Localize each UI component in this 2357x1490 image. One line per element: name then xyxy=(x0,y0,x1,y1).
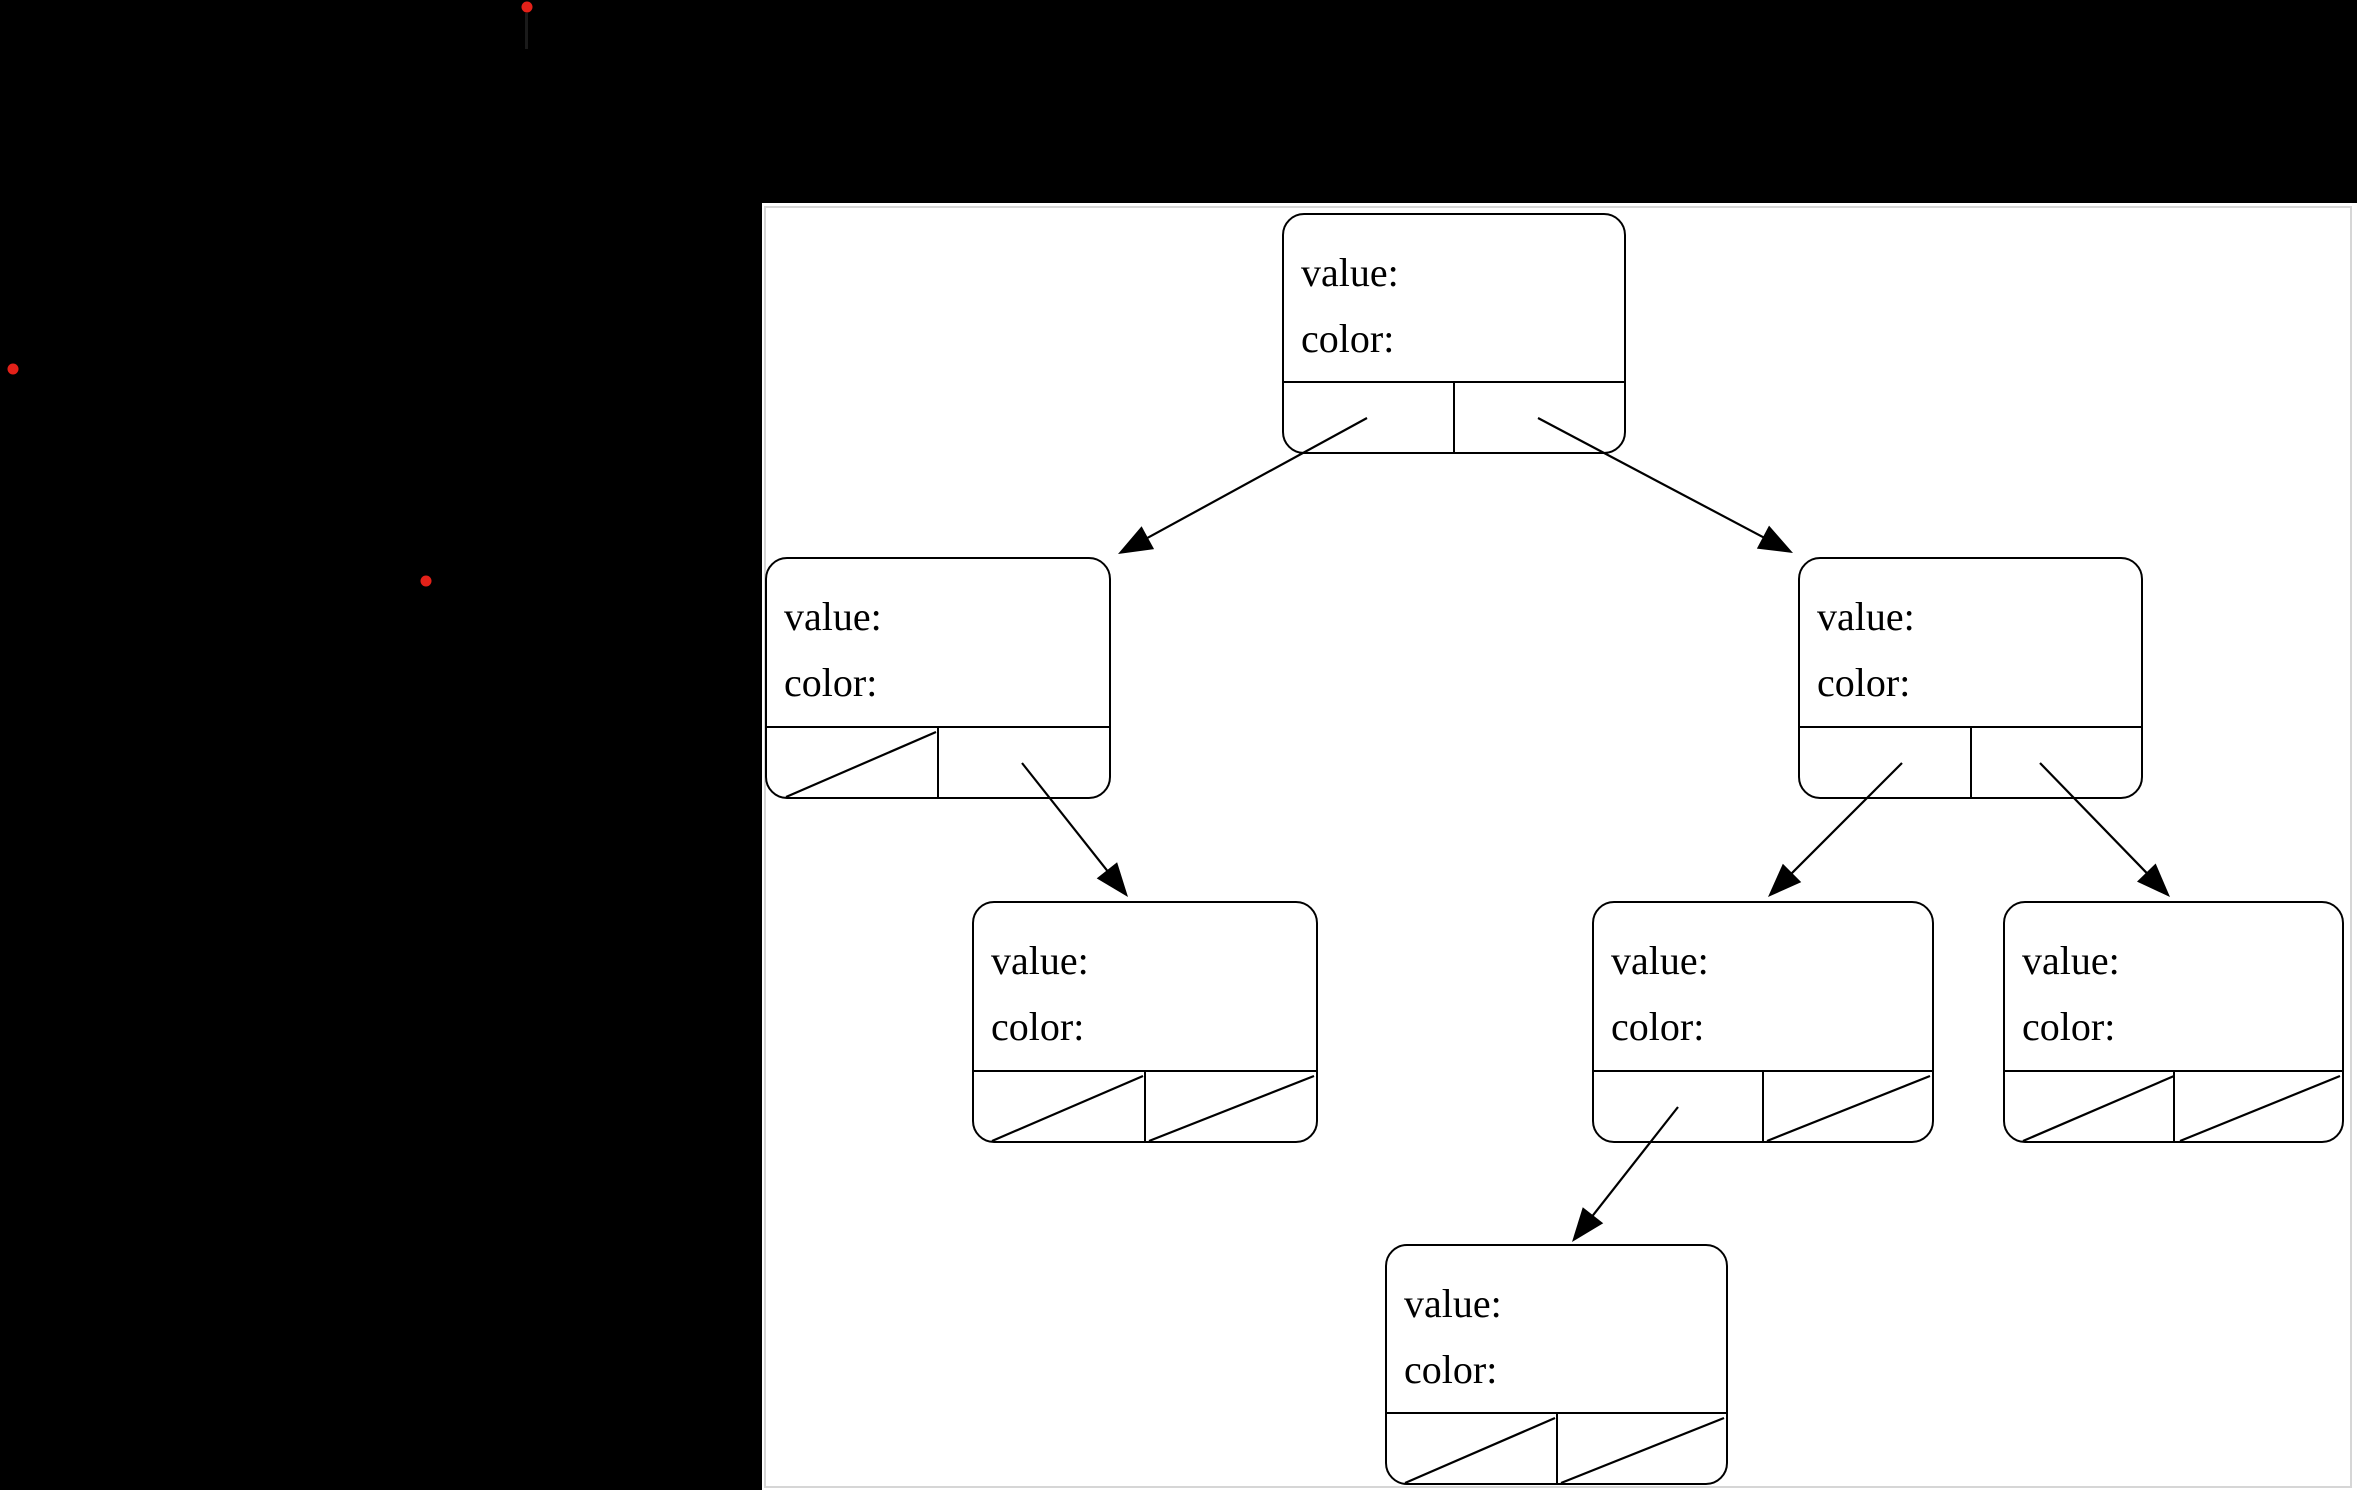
color-label: color: xyxy=(1611,1004,1705,1049)
red-dot-marker xyxy=(521,1,533,13)
right-pointer-cell xyxy=(1762,1072,1932,1141)
color-label: color: xyxy=(1301,316,1395,361)
pointer-row xyxy=(1594,1070,1932,1141)
left-pointer-cell xyxy=(1800,728,1970,797)
node-fields: value: color: xyxy=(1387,1246,1726,1403)
faint-tick-mark xyxy=(525,13,528,49)
tree-node-right-left-grandchild: value: color: xyxy=(1592,901,1934,1143)
left-pointer-cell xyxy=(767,728,937,797)
right-pointer-cell xyxy=(937,728,1109,797)
value-label: value: xyxy=(1301,250,1399,295)
tree-node-root: value: color: xyxy=(1282,213,1626,454)
node-fields: value: color: xyxy=(1594,903,1932,1060)
right-pointer-cell xyxy=(1969,728,2142,797)
red-dot-marker xyxy=(420,575,432,587)
left-pointer-cell xyxy=(1594,1072,1762,1141)
node-fields: value: color: xyxy=(767,559,1109,716)
tree-node-great-grandchild: value: color: xyxy=(1385,1244,1728,1485)
pointer-row xyxy=(1800,726,2141,797)
value-label: value: xyxy=(2022,938,2120,983)
color-label: color: xyxy=(2022,1004,2116,1049)
value-label: value: xyxy=(1611,938,1709,983)
color-label: color: xyxy=(784,660,878,705)
tree-node-right-right-grandchild: value: color: xyxy=(2003,901,2344,1143)
value-label: value: xyxy=(991,938,1089,983)
value-label: value: xyxy=(1404,1281,1502,1326)
pointer-row xyxy=(767,726,1109,797)
node-fields: value: color: xyxy=(1800,559,2141,716)
tree-node-left-right-grandchild: value: color: xyxy=(972,901,1318,1143)
color-label: color: xyxy=(1404,1347,1498,1392)
right-pointer-cell xyxy=(1144,1072,1316,1141)
tree-node-left-child: value: color: xyxy=(765,557,1111,799)
right-pointer-cell xyxy=(1555,1414,1727,1483)
value-label: value: xyxy=(1817,594,1915,639)
left-pointer-cell xyxy=(2005,1072,2173,1141)
left-pointer-cell xyxy=(974,1072,1144,1141)
left-pointer-cell xyxy=(1284,383,1453,452)
red-dot-marker xyxy=(7,363,19,375)
right-pointer-cell xyxy=(2172,1072,2343,1141)
tree-node-right-child: value: color: xyxy=(1798,557,2143,799)
right-pointer-cell xyxy=(1453,383,1624,452)
left-pointer-cell xyxy=(1387,1414,1556,1483)
pointer-row xyxy=(1284,381,1624,452)
pointer-row xyxy=(2005,1070,2342,1141)
node-fields: value: color: xyxy=(974,903,1316,1060)
pointer-row xyxy=(1387,1412,1726,1483)
pointer-row xyxy=(974,1070,1316,1141)
value-label: value: xyxy=(784,594,882,639)
color-label: color: xyxy=(991,1004,1085,1049)
node-fields: value: color: xyxy=(2005,903,2342,1060)
color-label: color: xyxy=(1817,660,1911,705)
node-fields: value: color: xyxy=(1284,215,1624,372)
